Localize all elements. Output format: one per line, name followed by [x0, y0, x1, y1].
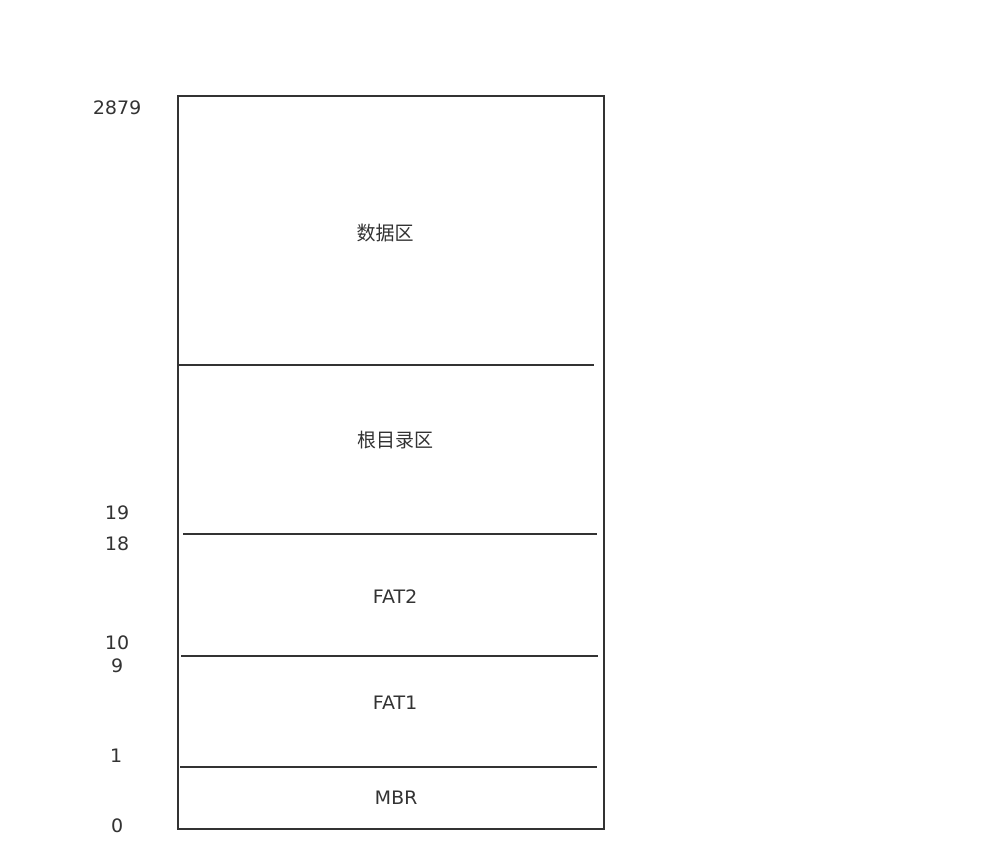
region-label-root-directory: 根目录区 [356, 429, 434, 452]
divider-data-root [179, 364, 594, 366]
sector-label-2879: 2879 [92, 97, 142, 119]
sector-label-1: 1 [109, 745, 123, 767]
divider-fat1-mbr [180, 766, 597, 768]
sector-label-18: 18 [104, 533, 130, 555]
region-label-data: 数据区 [356, 222, 414, 245]
sector-label-19: 19 [104, 502, 130, 524]
sector-label-9: 9 [110, 655, 124, 677]
region-label-fat1: FAT1 [372, 692, 418, 714]
sector-label-10: 10 [104, 632, 130, 654]
region-label-fat2: FAT2 [372, 586, 418, 608]
disk-layout-box [177, 95, 605, 830]
divider-fat2-fat1 [181, 655, 598, 657]
divider-root-fat2 [183, 533, 597, 535]
sector-label-0: 0 [110, 815, 124, 837]
region-label-mbr: MBR [374, 787, 418, 809]
